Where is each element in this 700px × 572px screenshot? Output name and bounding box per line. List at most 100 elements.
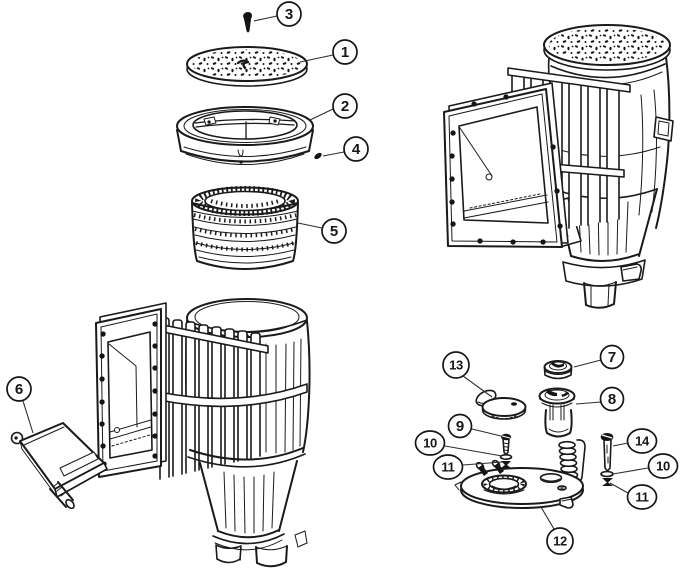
leader-13 [462,375,493,398]
callout-7-label: 7 [608,349,616,366]
screw9-slot [501,435,511,439]
valve-body-inner [548,428,569,433]
plate-ring-knurl [483,475,525,493]
callout-11-left-label: 11 [441,460,454,475]
plate-tab-line [497,498,573,509]
clamp-band [158,383,308,408]
callout-10-left-label: 10 [423,436,437,451]
bowl-foot [294,530,308,548]
callout-13-label: 13 [449,358,463,373]
callout-13: 13 [442,351,493,398]
callout-2-label: 2 [341,98,349,115]
bowl-bottom [217,529,280,539]
opening-weir-dash [111,434,151,447]
callout-7-circle [599,344,625,370]
part-weir-door [10,422,108,510]
callouts: 1 2 3 4 5 6 7 [6,1,679,555]
nut-l [501,461,511,468]
plate-notch [454,481,462,491]
callout-3-circle [276,1,302,27]
skimmer-assembled-right [443,24,674,309]
screw-body [243,12,252,33]
leader-5 [297,222,323,229]
callout-10-left: 10 [414,430,503,457]
callout-11-right: 11 [609,482,658,510]
rbowl-stub [620,263,642,282]
skimmer-body-left [95,298,311,568]
part-screw-long [600,433,614,472]
part-vacuum-plate [454,439,586,509]
grommet-slot [551,362,564,368]
basket-rim-hatch [195,186,295,216]
weir-left-edge [19,440,58,498]
screw9-threads [503,442,509,452]
part-screw-small [501,433,511,456]
callout-9-circle [447,413,473,439]
rbody-clamp-inner [657,120,670,137]
callout-10-right-label: 10 [656,459,670,474]
ring-nub [237,149,244,157]
rbellows-top-rail [507,67,631,93]
callout-2-circle [332,93,358,119]
callout-10-right-circle [647,453,679,479]
valve-flange-marks [546,389,569,397]
screw14-shank [603,439,612,472]
basket-rim-inner [204,190,286,212]
plate-slot-shade [541,478,561,482]
callout-1-circle [332,39,358,65]
part-basket [191,186,299,270]
grommet-seam [544,370,572,375]
port-right [255,545,288,568]
callout-3-label: 3 [285,6,293,23]
callout-13-circle [442,351,470,379]
callout-12: 12 [540,506,574,555]
callout-5-circle [321,218,347,244]
part-lid-screw [243,12,252,33]
leader-8 [575,401,602,405]
callout-14: 14 [612,428,658,454]
callout-14-circle [626,428,658,454]
spring-coil1 [558,440,576,450]
weir-pivot-cap [65,498,75,510]
leader-10-right [612,467,649,475]
part-skimmer-lid [186,46,308,87]
callout-9: 9 [447,413,502,439]
callout-10-right: 10 [612,453,679,479]
leader-2 [309,108,334,121]
callout-7: 7 [573,344,625,370]
part-cap [475,389,527,420]
lid-speckles [192,49,302,79]
basket-inner-hatch [210,199,280,208]
ropening-interior [459,127,549,219]
leader-11-right [609,482,629,494]
lid-handle-slot [236,59,250,70]
rfaceplate-bolt-holes [449,94,563,245]
callout-8-label: 8 [608,391,616,408]
pin-body [314,152,322,160]
valve-body [544,409,573,438]
valve-slots [549,404,565,421]
weir-lip [59,451,99,477]
bowl-sides [199,460,298,532]
plate-hole-center [560,487,564,489]
rport [583,281,617,309]
bowl-collar [212,533,285,545]
leader-6 [22,400,34,434]
callout-1-label: 1 [341,44,349,61]
screw14-slot [601,434,613,439]
cap-hole [511,402,517,406]
rbody-clamp-buckle [653,116,674,142]
rbowl-collar [562,259,646,287]
part-lock-ring [176,106,314,165]
basket-rows [191,210,299,257]
plate-tab [559,496,574,509]
callout-8: 8 [575,386,625,412]
callout-4-circle [343,136,369,162]
leader-7 [573,359,602,368]
port-right-top [255,545,288,551]
leader-12 [540,506,555,530]
port-left [215,544,242,564]
ring-lip [183,146,307,165]
leader-11-left [462,461,503,466]
